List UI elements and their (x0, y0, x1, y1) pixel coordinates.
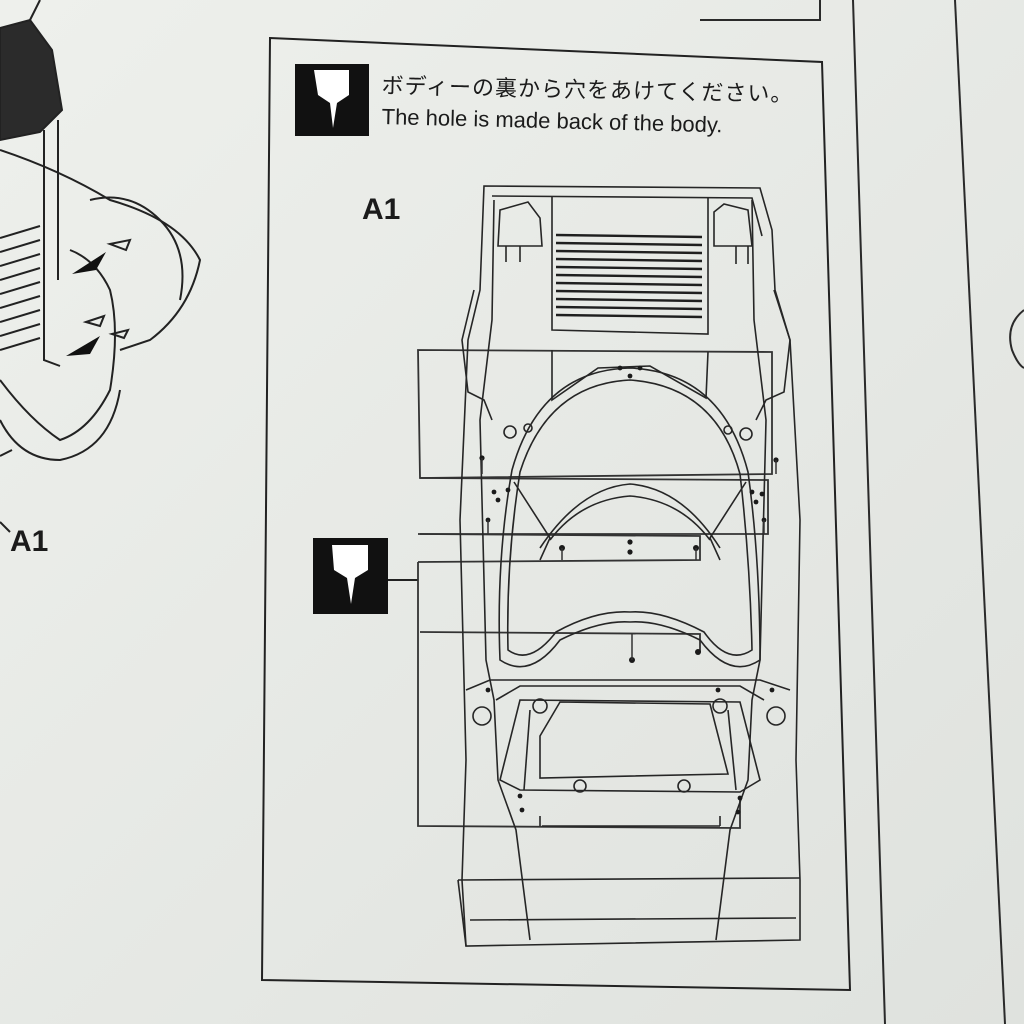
car-body-diagram (457, 185, 801, 947)
engine-grille (555, 233, 703, 319)
page-edges (700, 0, 1024, 1024)
previous-step-diagram (0, 0, 202, 533)
instruction-panel (260, 36, 852, 992)
part-label-a1: A1 (362, 193, 401, 226)
part-label-a1-previous: A1 (10, 525, 49, 558)
drill-bit-icon (313, 538, 418, 614)
drill-hole-leaders (481, 458, 777, 660)
callout-brackets (417, 349, 773, 829)
insertion-arrows (66, 252, 106, 356)
drill-bit-icon (295, 64, 369, 136)
